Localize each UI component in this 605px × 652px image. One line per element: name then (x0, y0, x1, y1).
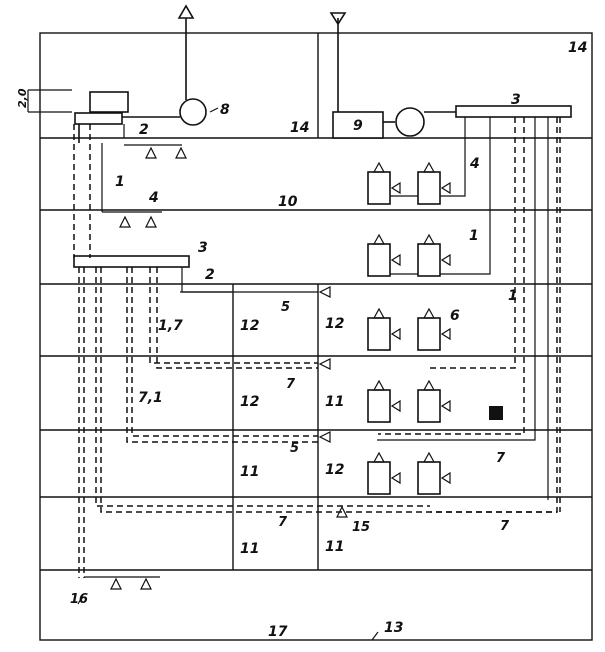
label-3-right: 3 (511, 92, 521, 108)
label-4-left: 4 (148, 190, 159, 206)
black-square-marker (489, 406, 503, 420)
label-11-a: 11 (325, 394, 344, 410)
elevation-mark-label: 2,0 (16, 88, 29, 108)
left-top-unit (74, 4, 207, 228)
label-5-bottom: 5 (290, 441, 299, 456)
right-top-unit (329, 12, 572, 139)
label-12-b: 12 (325, 316, 344, 332)
leader-lines (77, 107, 379, 641)
label-7-c: 7 (278, 515, 288, 530)
label-4-right: 4 (469, 156, 480, 172)
label-15: 15 (352, 520, 370, 535)
equipment-unit (367, 161, 451, 205)
exhaust-arrow-icon (177, 4, 195, 19)
dashed-ducts (73, 117, 561, 578)
elevation-mark: 2,0 (16, 88, 72, 113)
label-13: 13 (384, 620, 403, 636)
label-12-a: 12 (240, 318, 259, 334)
equipment-unit (367, 451, 451, 495)
building-outline (39, 32, 593, 641)
equipment-unit (367, 379, 451, 423)
diagram-labels: 14 14 8 9 3 3 2 2 1 4 4 10 1 1 1,7 7,1 5… (70, 40, 587, 640)
label-9: 9 (353, 118, 363, 134)
label-1-right-b: 1 (508, 288, 518, 304)
label-16: 16 (70, 592, 88, 607)
label-1-right-a: 1 (469, 228, 479, 244)
label-7-a: 7 (286, 377, 296, 392)
label-12-d: 12 (325, 462, 344, 478)
bottom-distribution (84, 505, 348, 590)
intake-arrow-icon (329, 12, 347, 26)
equipment-unit (367, 307, 451, 351)
label-8: 8 (220, 102, 230, 118)
label-1-left: 1 (115, 174, 125, 190)
label-2-top: 2 (139, 122, 149, 138)
label-7-d: 7 (500, 519, 510, 534)
label-14-top: 14 (568, 40, 587, 56)
label-3-left: 3 (198, 240, 208, 256)
label-5-top: 5 (281, 300, 290, 315)
label-11-d: 11 (325, 539, 344, 555)
label-2-mid: 2 (205, 267, 215, 283)
label-7-b: 7 (496, 451, 506, 466)
equipment-units (367, 161, 503, 495)
label-10: 10 (278, 194, 298, 210)
label-17: 17 (268, 624, 288, 640)
label-11-c: 11 (240, 541, 259, 557)
supply-lines (377, 117, 549, 500)
label-1-7: 1,7 (158, 318, 183, 334)
valve-markers (318, 286, 331, 443)
label-6: 6 (450, 308, 460, 324)
label-11-b: 11 (240, 464, 259, 480)
label-7-1: 7,1 (138, 390, 163, 406)
label-14-mid: 14 (290, 120, 309, 136)
label-12-c: 12 (240, 394, 259, 410)
equipment-unit (367, 233, 451, 277)
